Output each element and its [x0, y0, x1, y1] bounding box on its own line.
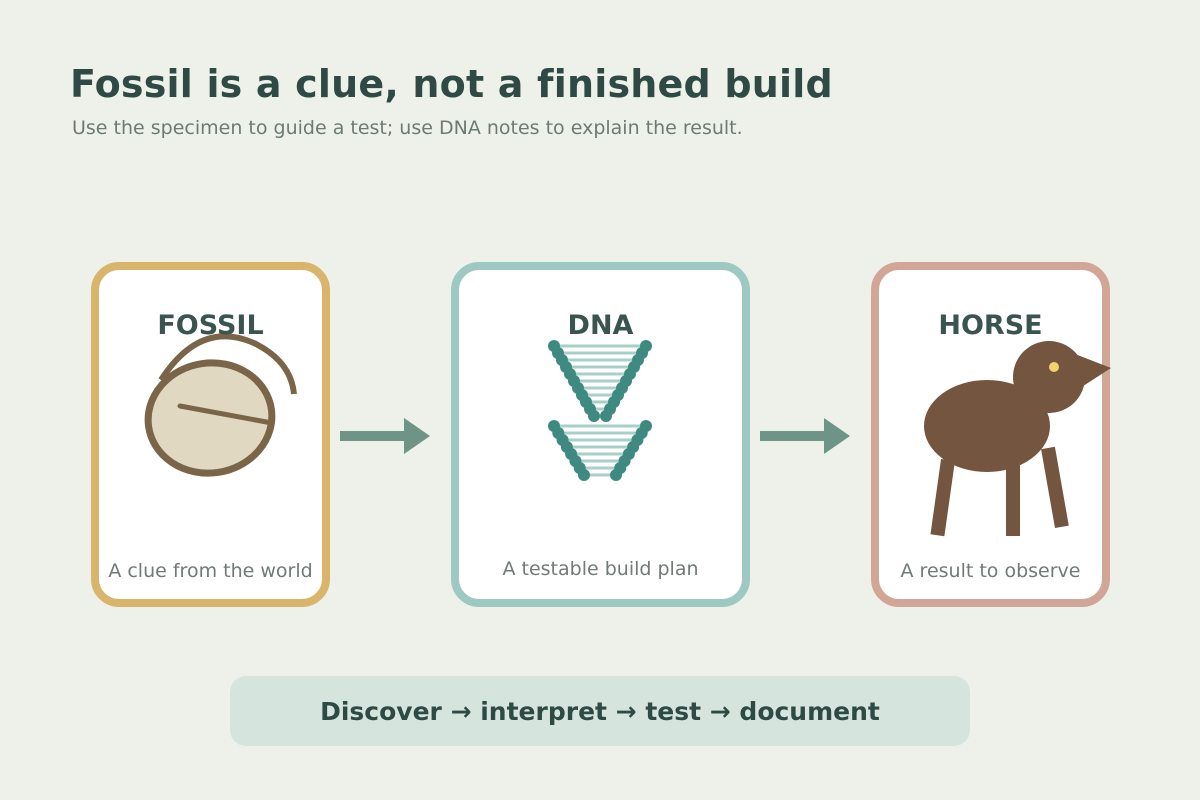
dna-node	[600, 410, 612, 422]
horse-icon	[924, 341, 1111, 537]
page-subtitle: Use the specimen to guide a test; use DN…	[72, 117, 743, 139]
dna-node	[588, 410, 600, 422]
fossil-card-caption: A clue from the world	[108, 560, 313, 582]
horse-card-caption: A result to observe	[900, 560, 1081, 582]
dna-card-title: DNA	[567, 310, 634, 341]
dna-node	[578, 469, 590, 481]
fossil-icon	[144, 333, 297, 477]
arrow-right-icon	[340, 418, 430, 454]
fossil-card: FOSSIL A clue from the world	[91, 262, 330, 607]
dna-helix-icon	[548, 340, 652, 481]
process-banner: Discover → interpret → test → document	[230, 676, 970, 746]
horse-card: HORSE A result to observe	[871, 262, 1111, 607]
dna-card: DNA A testable build plan	[451, 262, 750, 607]
arrow-right-icon	[760, 418, 850, 454]
fossil-card-title: FOSSIL	[157, 310, 264, 341]
dna-card-caption: A testable build plan	[502, 558, 699, 580]
page-title: Fossil is a clue, not a finished build	[70, 62, 833, 106]
dna-node	[610, 469, 622, 481]
horse-card-title: HORSE	[938, 310, 1043, 341]
